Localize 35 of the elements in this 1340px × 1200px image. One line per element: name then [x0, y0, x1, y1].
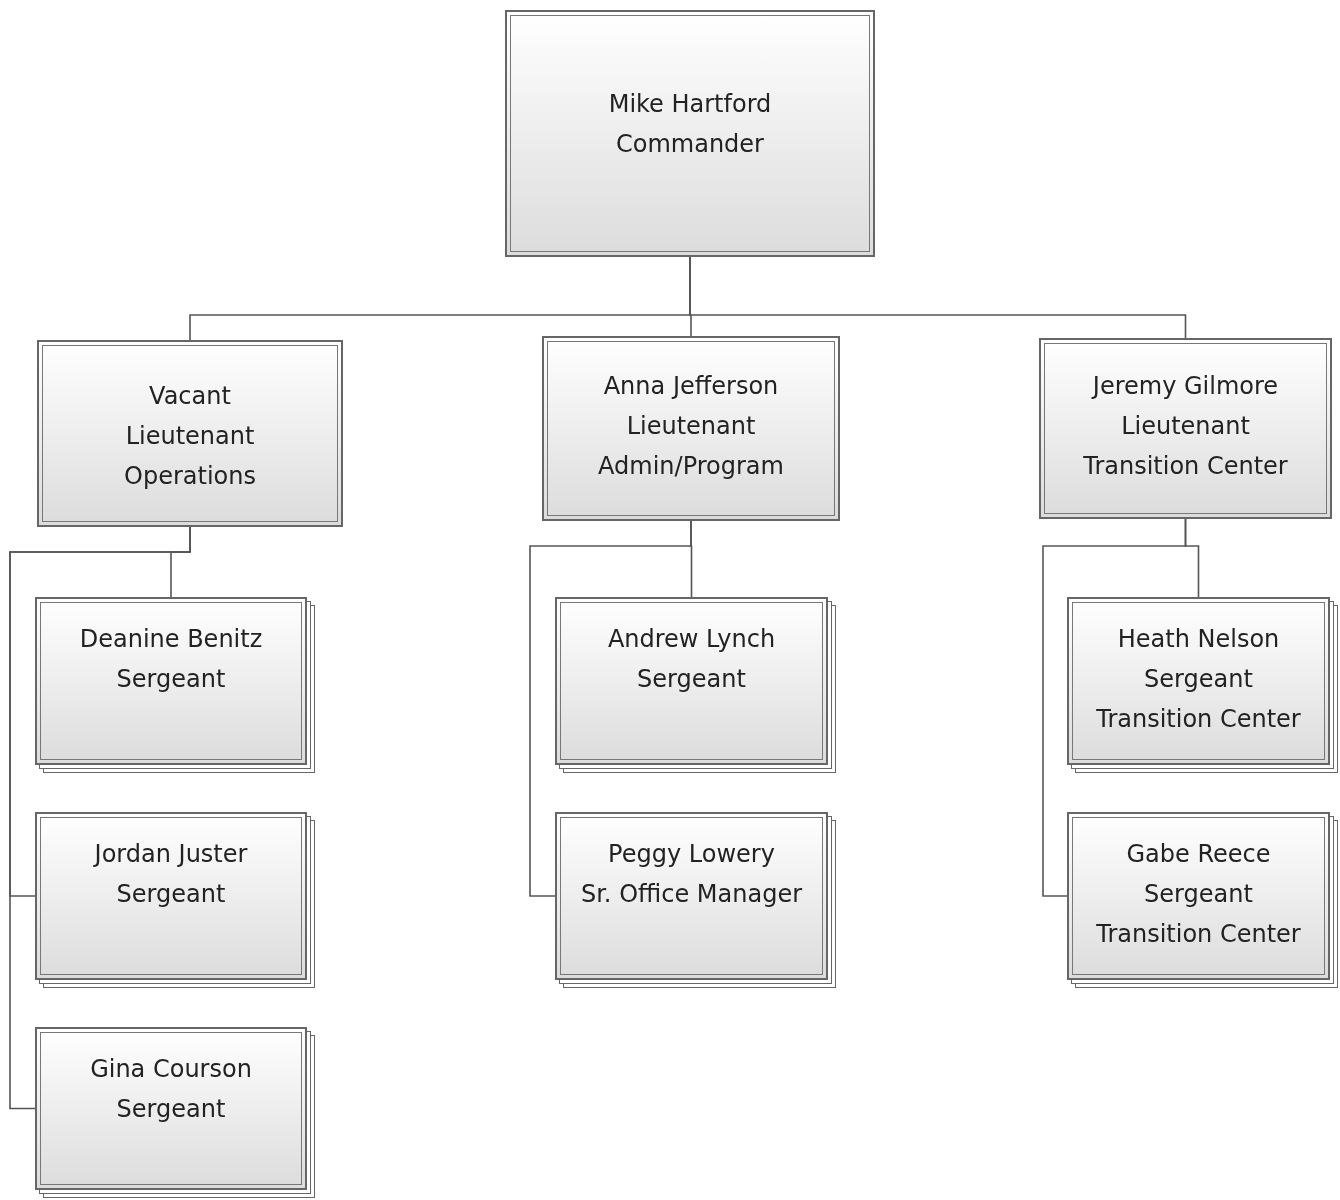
- person-name: Andrew Lynch: [607, 624, 776, 655]
- position-title: Admin/Program: [598, 451, 784, 482]
- position-title: Transition Center: [1096, 919, 1301, 950]
- position-title: Transition Center: [1096, 704, 1301, 735]
- person-name: Deanine Benitz: [79, 624, 263, 655]
- position-title: Lieutenant: [125, 421, 255, 452]
- position-box: [542, 336, 840, 521]
- connector-line: [689, 256, 1187, 339]
- person-name: Jordan Juster: [94, 839, 248, 870]
- connector-line: [1042, 518, 1187, 897]
- connector-line: [9, 526, 191, 1110]
- position-title: Sr. Office Manager: [580, 879, 802, 910]
- person-name: Anna Jefferson: [603, 371, 779, 402]
- person-name: Gabe Reece: [1126, 839, 1271, 870]
- position-title: Sergeant: [637, 664, 746, 695]
- position-box: [1039, 338, 1332, 519]
- position-title: Lieutenant: [1121, 411, 1250, 442]
- position-title: Sergeant: [1144, 664, 1253, 695]
- person-name: Peggy Lowery: [608, 839, 775, 870]
- person-name: Jeremy Gilmore: [1092, 371, 1279, 402]
- position-title: Lieutenant: [626, 411, 756, 442]
- person-name: Heath Nelson: [1117, 624, 1280, 655]
- connector-line: [529, 520, 692, 897]
- position-title: Commander: [616, 129, 764, 160]
- position-title: Sergeant: [116, 1094, 226, 1125]
- position-title: Transition Center: [1083, 451, 1288, 482]
- position-box: [37, 340, 343, 527]
- person-name: Vacant: [149, 381, 231, 412]
- position-title: Operations: [124, 461, 256, 492]
- person-name: Mike Hartford: [608, 89, 772, 120]
- position-title: Sergeant: [116, 664, 226, 695]
- position-box: [505, 10, 875, 257]
- person-name: Gina Courson: [90, 1054, 252, 1085]
- position-title: Sergeant: [1144, 879, 1253, 910]
- position-title: Sergeant: [116, 879, 226, 910]
